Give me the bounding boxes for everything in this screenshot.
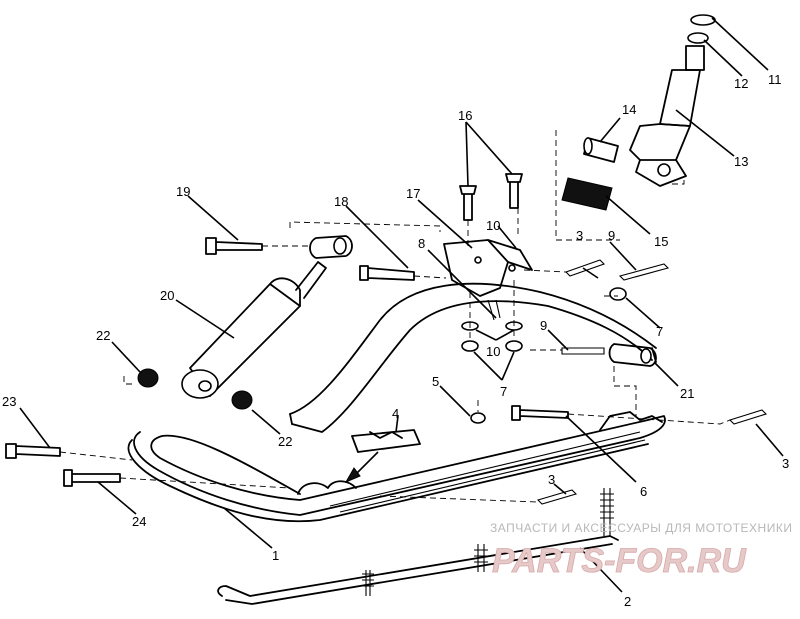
callout-1: 1 xyxy=(272,548,279,563)
pins-and-nuts xyxy=(461,259,768,505)
callout-6: 6 xyxy=(640,484,647,499)
wear-bar xyxy=(217,488,619,605)
callout-15: 15 xyxy=(654,234,668,249)
callout-21: 21 xyxy=(680,386,694,401)
watermark-caption: ЗАПЧАСТИ И АКСЕССУАРЫ ДЛЯ МОТОТЕХНИКИ xyxy=(490,521,792,535)
leader-lines xyxy=(19,17,784,593)
callout-10-middle: 10 xyxy=(486,344,500,359)
spring-bracket xyxy=(443,239,533,297)
callout-19: 19 xyxy=(176,184,190,199)
bolts xyxy=(5,173,569,487)
assembly-lines xyxy=(59,130,731,503)
ski xyxy=(127,411,666,523)
callout-2: 2 xyxy=(624,594,631,609)
callout-7-right: 7 xyxy=(656,324,663,339)
callout-11: 11 xyxy=(768,72,782,87)
callout-9-top: 9 xyxy=(608,228,615,243)
spindle xyxy=(629,14,716,187)
callout-20: 20 xyxy=(160,288,174,303)
leaf-spring xyxy=(289,282,657,433)
callout-14: 14 xyxy=(622,102,636,117)
callout-12: 12 xyxy=(734,76,748,91)
callout-3-right: 3 xyxy=(782,456,789,471)
callout-16: 16 xyxy=(458,108,472,123)
callout-9-middle: 9 xyxy=(540,318,547,333)
shock-absorber xyxy=(181,235,353,399)
spindle-bushings xyxy=(561,137,619,211)
spring-rear-eye xyxy=(608,343,657,367)
callout-18: 18 xyxy=(334,194,348,209)
callout-10-top: 10 xyxy=(486,218,500,233)
callout-13: 13 xyxy=(734,154,748,169)
callout-4: 4 xyxy=(392,406,399,421)
callout-7-center: 7 xyxy=(500,384,507,399)
bushings xyxy=(137,368,253,410)
watermark: ЗАПЧАСТИ И АКСЕССУАРЫ ДЛЯ МОТОТЕХНИКИ PA… xyxy=(490,521,792,580)
callout-22-left: 22 xyxy=(96,328,110,343)
callout-3-top: 3 xyxy=(576,228,583,243)
callout-8: 8 xyxy=(418,236,425,251)
callout-22-right: 22 xyxy=(278,434,292,449)
callout-17: 17 xyxy=(406,186,420,201)
callout-23: 23 xyxy=(2,394,16,409)
callout-24: 24 xyxy=(132,514,146,529)
callout-3-bottom: 3 xyxy=(548,472,555,487)
callout-5: 5 xyxy=(432,374,439,389)
callout-numbers: 1 2 3 3 3 4 5 6 7 7 8 9 9 10 10 11 12 13… xyxy=(2,72,789,609)
ski-bumper xyxy=(344,429,421,484)
watermark-logo: PARTS-FOR.RU xyxy=(492,542,747,580)
